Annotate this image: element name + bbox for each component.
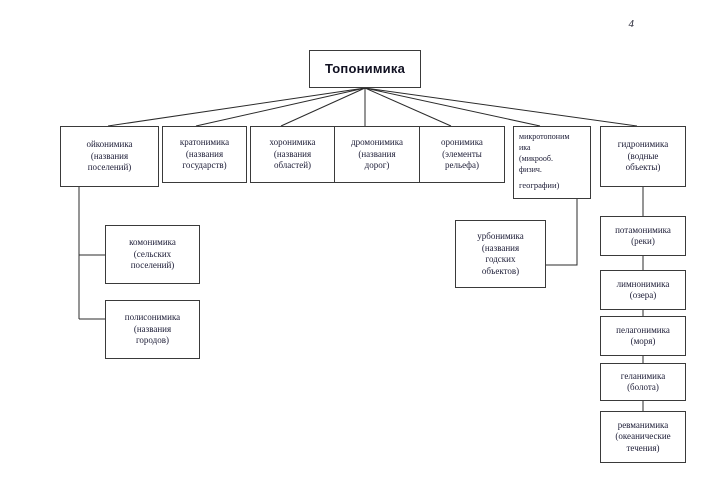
node-komonimika-line-2: (сельских [133, 248, 172, 259]
node-oronimika[interactable]: оронимика (элементы рельефа) [420, 126, 505, 183]
node-oronimika-line-3: рельефа) [444, 160, 480, 171]
edge-root-kratonimika [195, 87, 366, 127]
edge-mikrotoponimika-urbonimika [546, 199, 578, 266]
node-revmanimika-line-1: ревманимика [617, 419, 669, 430]
node-kratonimika[interactable]: кратонимика (названия государств) [162, 126, 247, 183]
edge-root-oronimika [364, 87, 452, 127]
page-number: 4 [628, 18, 635, 30]
node-gidronimika[interactable]: гидронимика (водные объекты) [600, 126, 686, 187]
node-gidronimika-line-3: объекты) [625, 162, 661, 173]
node-limnonimika-line-1: лимнонимика [616, 278, 670, 289]
edge-root-oykonimika [107, 87, 366, 127]
node-kratonimika-line-1: кратонимика [179, 137, 230, 148]
node-potamonimika[interactable]: потамонимика (реки) [600, 216, 686, 256]
node-pelagonimika-line-2: (моря) [630, 336, 656, 346]
edge-root-gidronimika [364, 87, 638, 127]
node-urbonimika-line-3: годских [485, 254, 516, 264]
node-dromonimika-line-1: дромонимика [351, 137, 403, 148]
node-kratonimika-line-3: государств) [182, 160, 227, 171]
edge-root-horonimika [280, 87, 366, 127]
node-gidronimika-line-1: гидронимика [617, 139, 669, 150]
node-komonimika[interactable]: комонимика (сельских поселений) [105, 225, 200, 284]
node-pelagonimika[interactable]: пелагонимика (моря) [600, 316, 686, 356]
node-oronimika-line-2: (элементы [442, 148, 482, 159]
node-revmanimika[interactable]: ревманимика (океанические течения) [600, 411, 686, 463]
node-toponimika[interactable]: Топонимика [309, 50, 421, 88]
node-oykonimika-line-3: поселений) [87, 162, 132, 173]
node-polisonimika[interactable]: полисонимика (названия городов) [105, 300, 200, 359]
node-pelagonimika-line-1: пелагонимика [616, 324, 670, 335]
node-horonimika-line-3: областей) [273, 160, 312, 171]
node-oykonimika-line-1: ойконимика [86, 139, 133, 150]
node-kratonimika-line-2: (названия [185, 148, 224, 159]
node-horonimika[interactable]: хоронимика (названия областей) [250, 126, 335, 183]
node-dromonimika-line-2: (названия [358, 148, 396, 159]
node-polisonimika-line-3: городов) [135, 335, 170, 346]
node-urbonimika-line-4: объектов) [481, 265, 520, 276]
node-urbonimika[interactable]: урбонимика (названия годских объектов) [455, 220, 546, 288]
node-gelanimika-line-2: (болота) [627, 382, 659, 392]
node-potamonimika-line-1: потамонимика [615, 224, 671, 235]
node-oronimika-line-1: оронимика [441, 137, 483, 148]
node-oykonimika[interactable]: ойконимика (названия поселений) [60, 126, 159, 187]
node-revmanimika-line-2: (океанические [615, 431, 671, 442]
node-mikrotoponimika[interactable]: микротопоним ика (микрооб. физич. геогра… [513, 126, 591, 199]
node-horonimika-line-1: хоронимика [269, 137, 316, 148]
node-mikrotoponimika-line-2: ика [519, 143, 531, 152]
node-potamonimika-line-2: (реки) [631, 236, 655, 246]
node-limnonimika-line-2: (озера) [629, 290, 657, 300]
node-urbonimika-line-2: (названия [481, 242, 520, 253]
node-oykonimika-line-2: (названия [90, 150, 129, 161]
node-gidronimika-line-2: (водные [627, 150, 659, 161]
node-revmanimika-line-3: течения) [626, 442, 660, 453]
node-limnonimika[interactable]: лимнонимика (озера) [600, 270, 686, 310]
node-polisonimika-line-1: полисонимика [124, 312, 181, 323]
node-komonimika-line-1: комонимика [129, 237, 176, 248]
node-komonimika-line-3: поселений) [130, 260, 175, 271]
node-gelanimika[interactable]: геланимика (болота) [600, 363, 686, 401]
node-dromonimika-line-3: дорог) [364, 160, 390, 171]
node-urbonimika-line-1: урбонимика [477, 231, 524, 241]
node-mikrotoponimika-line-5: географии) [519, 180, 560, 190]
node-polisonimika-line-2: (названия [133, 323, 172, 334]
node-dromonimika[interactable]: дромонимика (названия дорог) [335, 126, 420, 183]
node-mikrotoponimika-line-3: (микрооб. [519, 154, 553, 163]
node-mikrotoponimika-line-4: физич. [519, 165, 542, 174]
edge-root-mikrotoponimika [364, 87, 541, 127]
node-gelanimika-line-1: геланимика [620, 370, 666, 381]
node-mikrotoponimika-line-1: микротопоним [519, 132, 570, 141]
node-horonimika-line-2: (названия [273, 148, 312, 159]
node-toponimika-label: Топонимика [324, 61, 406, 77]
